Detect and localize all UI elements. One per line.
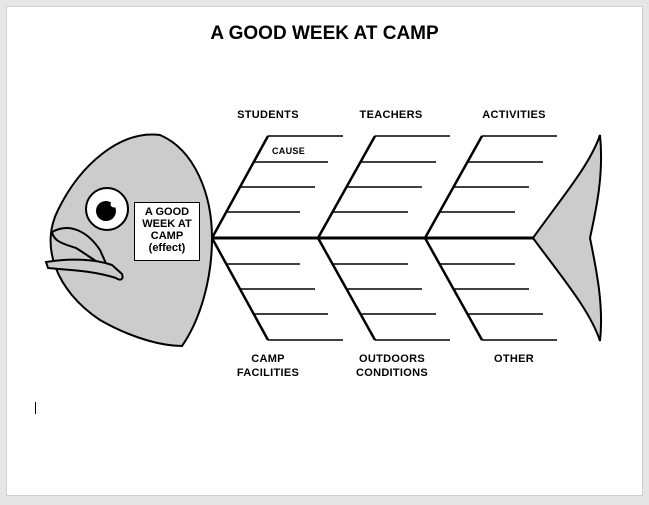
category-teachers: TEACHERS: [359, 109, 423, 121]
bone-outdoors-conditions: [316, 237, 450, 341]
effect-line: (effect): [148, 242, 186, 254]
category-line: CONDITIONS: [355, 367, 429, 379]
category-line: OTHER: [494, 353, 534, 365]
fish-lower-lip: [44, 258, 124, 281]
category-activities: ACTIVITIES: [482, 109, 546, 121]
fish-tail: [531, 134, 603, 342]
category-camp-facilities: CAMP FACILITIES: [228, 352, 308, 380]
cause-label: CAUSE: [272, 146, 306, 156]
category-line: CAMP: [251, 353, 285, 365]
text-cursor[interactable]: [35, 402, 36, 414]
effect-line: CAMP: [150, 230, 184, 242]
fish-upper-lip: [50, 227, 111, 271]
bone-activities: [423, 135, 557, 239]
fish-eye-icon: [85, 187, 129, 231]
category-line: FACILITIES: [236, 367, 300, 379]
category-outdoors-conditions: OUTDOORS CONDITIONS: [347, 352, 437, 380]
bone-students: [210, 135, 343, 239]
effect-line: WEEK AT: [142, 218, 192, 230]
category-students: STUDENTS: [237, 109, 299, 121]
bone-other: [423, 237, 557, 341]
category-line: OUTDOORS: [359, 353, 425, 365]
fish-head: [49, 133, 214, 348]
effect-box: A GOOD WEEK AT CAMP (effect): [134, 202, 200, 261]
effect-line: A GOOD: [144, 206, 190, 218]
diagram-title: A GOOD WEEK AT CAMP: [210, 23, 439, 44]
category-other: OTHER: [474, 352, 554, 366]
bone-camp-facilities: [210, 237, 343, 341]
bone-teachers: [316, 135, 450, 239]
